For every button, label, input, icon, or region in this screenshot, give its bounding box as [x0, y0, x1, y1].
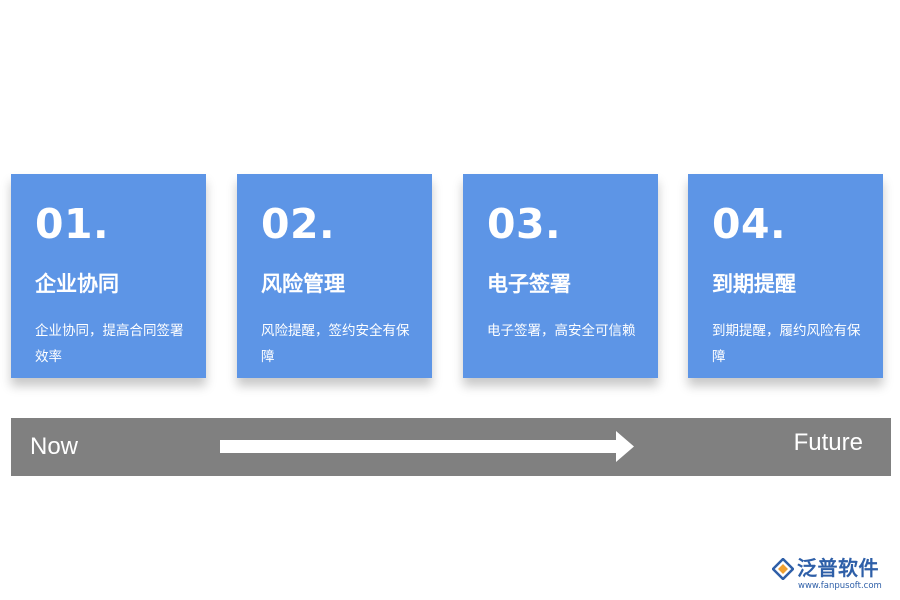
timeline-end-label: Future [793, 429, 863, 456]
logo-name: 泛普软件 [797, 556, 879, 580]
card-description: 电子签署，高安全可信赖 [487, 323, 636, 339]
right-arrow-icon [220, 431, 634, 462]
card-number: 02. [261, 200, 336, 248]
timeline-bar: Now Future [11, 418, 891, 476]
card-1: 01. 企业协同 企业协同，提高合同签署效率 [11, 174, 206, 378]
card-number: 03. [487, 200, 562, 248]
card-description: 风险提醒，签约安全有保障 [261, 323, 410, 365]
card-number: 01. [35, 200, 110, 248]
card-title: 到期提醒 [712, 272, 796, 296]
card-number: 04. [712, 200, 787, 248]
card-description: 企业协同，提高合同签署效率 [35, 323, 184, 365]
card-description: 到期提醒，履约风险有保障 [712, 323, 861, 365]
card-4: 04. 到期提醒 到期提醒，履约风险有保障 [688, 174, 883, 378]
brand-logo: 泛普软件 www.fanpusoft.com [772, 556, 894, 596]
logo-url: www.fanpusoft.com [798, 581, 882, 591]
fanpu-logo-icon [772, 558, 794, 580]
card-2: 02. 风险管理 风险提醒，签约安全有保障 [237, 174, 432, 378]
card-title: 风险管理 [261, 272, 345, 296]
card-title: 电子签署 [487, 272, 571, 296]
card-title: 企业协同 [35, 272, 119, 296]
timeline-start-label: Now [30, 433, 79, 460]
card-3: 03. 电子签署 电子签署，高安全可信赖 [463, 174, 658, 378]
